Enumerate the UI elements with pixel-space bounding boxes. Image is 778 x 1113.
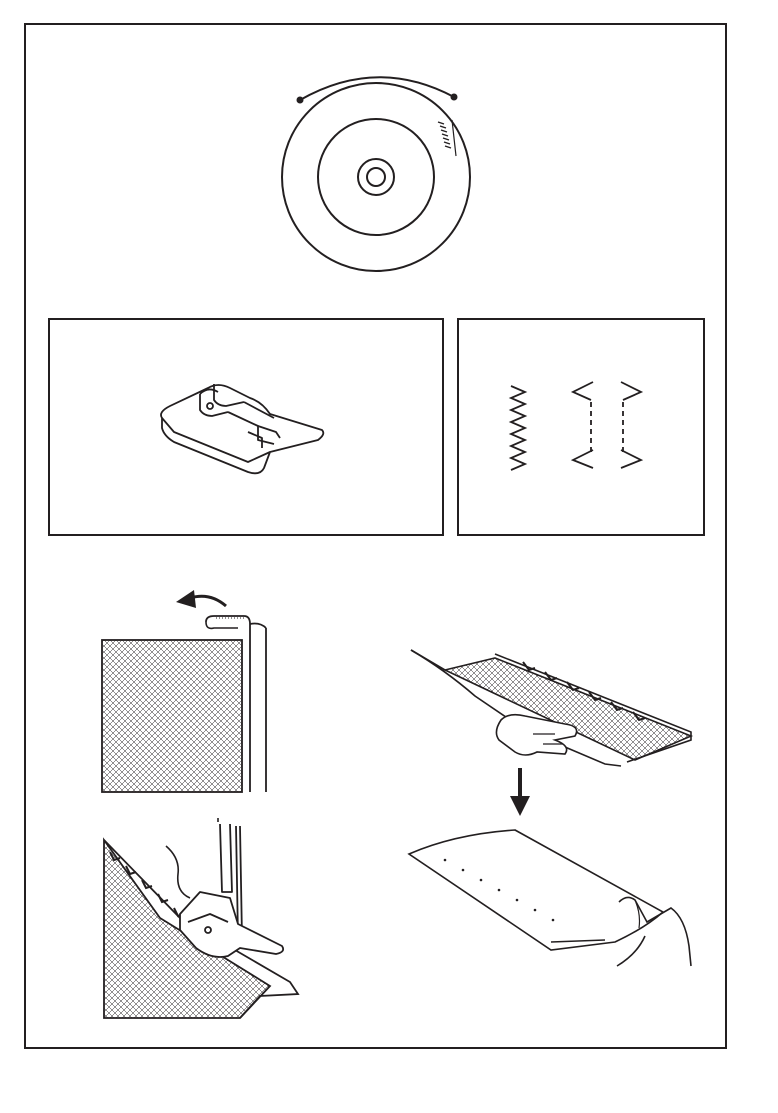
folded-hem-with-hand-icon [405,640,705,770]
stitch-dial-icon [270,60,510,290]
sewing-hem-icon [100,818,300,1022]
opened-hem-with-hand-icon [405,824,695,974]
stitch-patterns-panel [457,318,705,536]
presser-foot-icon [158,372,338,482]
arrow-down-icon [508,766,532,818]
stitch-patterns-icon [499,380,669,480]
fold-fabric-icon [98,580,278,796]
presser-foot-panel [48,318,444,536]
